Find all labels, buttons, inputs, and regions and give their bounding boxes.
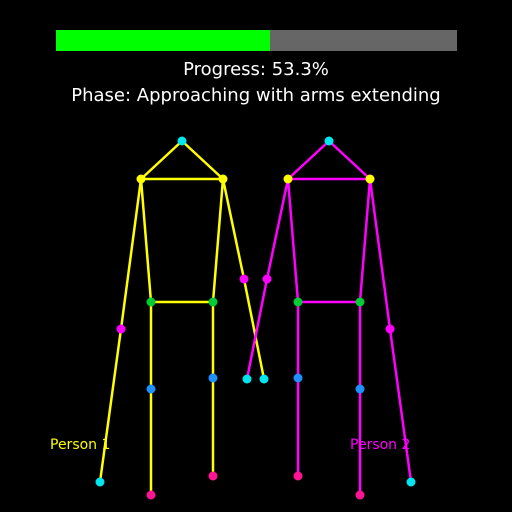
- joint-knee: [293, 373, 303, 383]
- person-1-label: Person 1: [50, 437, 111, 453]
- joint-foot: [293, 471, 303, 481]
- joint-hand: [242, 374, 252, 384]
- person-2-label: Person 2: [350, 437, 411, 453]
- joint-hip: [146, 297, 156, 307]
- joint-shoulder: [136, 174, 146, 184]
- progress-bar-fill: [56, 30, 270, 51]
- bone-ls-lhip: [286, 178, 300, 303]
- bone-rs-re: [368, 178, 392, 330]
- joint-elbow: [116, 324, 126, 334]
- joint-hand: [95, 477, 105, 487]
- joint-head: [177, 136, 187, 146]
- joint-hip: [355, 297, 365, 307]
- joint-elbow: [262, 274, 272, 284]
- bone-re-rh: [388, 328, 413, 483]
- joint-foot: [208, 471, 218, 481]
- bone-ls-le: [119, 178, 143, 330]
- bone-rs-re: [221, 178, 246, 280]
- joint-hand: [259, 374, 269, 384]
- bone-re-rh: [242, 278, 266, 380]
- joint-hand: [406, 477, 416, 487]
- bone-head-rs: [181, 140, 224, 180]
- joint-knee: [146, 384, 156, 394]
- bone-le-lh: [98, 328, 123, 483]
- joint-hip: [208, 297, 218, 307]
- bone-head-rs: [328, 140, 371, 180]
- person-1-skeleton: [95, 136, 269, 500]
- joint-knee: [355, 384, 365, 394]
- bone-head-ls: [140, 140, 183, 180]
- joint-elbow: [385, 324, 395, 334]
- joint-foot: [146, 490, 156, 500]
- joint-shoulder: [365, 174, 375, 184]
- joint-head: [324, 136, 334, 146]
- joint-knee: [208, 373, 218, 383]
- bone-head-ls: [287, 140, 330, 180]
- joint-shoulder: [283, 174, 293, 184]
- joint-hip: [293, 297, 303, 307]
- bone-rs-rhip: [211, 178, 225, 303]
- bone-ls-le: [265, 178, 290, 280]
- joint-shoulder: [218, 174, 228, 184]
- phase-label: Phase: Approaching with arms extending: [71, 85, 441, 106]
- progress-label: Progress: 53.3%: [183, 59, 329, 80]
- joint-elbow: [239, 274, 249, 284]
- progress-bar: [56, 30, 457, 51]
- bone-ls-lhip: [139, 178, 153, 303]
- joint-foot: [355, 490, 365, 500]
- person-2-skeleton: [242, 136, 416, 500]
- bone-rs-rhip: [358, 178, 372, 303]
- bone-le-lh: [245, 278, 269, 380]
